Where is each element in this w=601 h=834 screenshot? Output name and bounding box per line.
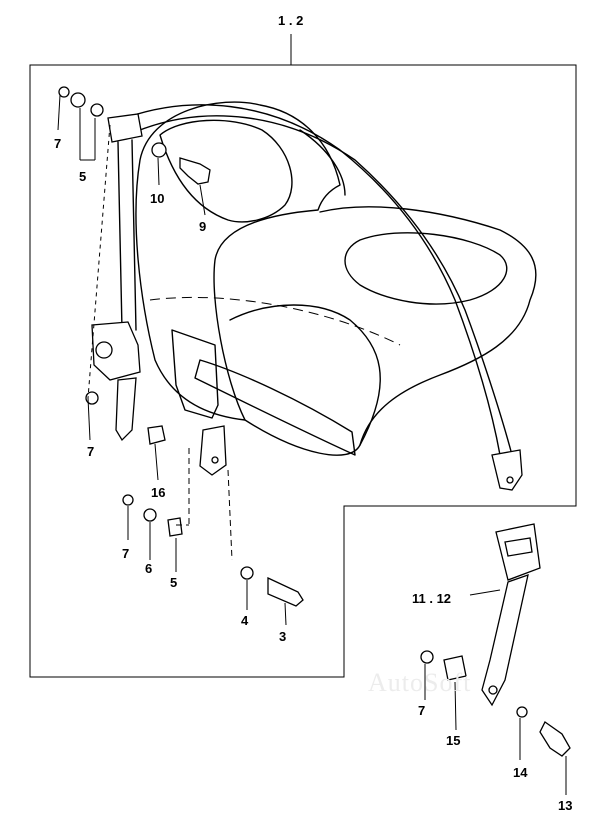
callout-10: 10 [150, 191, 165, 206]
headrest [159, 119, 293, 223]
retractor-hub [95, 341, 113, 359]
seat-cushion-front [229, 304, 381, 446]
belt-webbing-upper [124, 104, 501, 456]
belt-guide-upper [107, 113, 143, 143]
callout-7: 7 [87, 444, 95, 459]
part-7-washer-d [420, 650, 434, 664]
callout-5: 5 [79, 169, 87, 184]
leader-lines [57, 94, 567, 795]
anchor-hole-right [506, 476, 514, 484]
callout-7: 7 [54, 136, 62, 151]
callout-11-12: 11 . 12 [412, 591, 452, 606]
seat-back-side [299, 129, 346, 196]
part-5-spacer-a2 [90, 103, 104, 117]
watermark-text: AutoSoft [368, 668, 472, 697]
part-5-spacer-a [70, 92, 86, 108]
callout-5: 5 [170, 575, 178, 590]
seat-bracket [171, 329, 219, 419]
callout-6: 6 [145, 561, 153, 576]
callout-14: 14 [513, 765, 528, 780]
part-14-washer [516, 706, 528, 718]
callout-4: 4 [241, 613, 249, 628]
buckle-slot [504, 537, 533, 557]
lower-anchor-plate [199, 425, 227, 476]
callout-13: 13 [558, 798, 573, 813]
belt-lap [149, 296, 401, 346]
retractor-bracket [115, 377, 137, 442]
part-13-bolt [539, 721, 571, 757]
part-16-bolt [147, 425, 166, 445]
retractor [91, 321, 141, 381]
part-7-washer-c [122, 494, 134, 506]
assembly-label: 1 . 2 [278, 13, 304, 28]
belt-vertical [117, 139, 137, 331]
anchor-hole [211, 456, 219, 464]
part-7-washer-b [85, 391, 99, 405]
callout-7: 7 [418, 703, 426, 718]
seat-back [135, 101, 341, 421]
part-9-bolt [179, 157, 211, 185]
callout-16: 16 [151, 485, 166, 500]
callout-7: 7 [122, 546, 130, 561]
seat-cushion-inner [344, 232, 508, 305]
part-6-washer [143, 508, 157, 522]
seat-rail [194, 359, 356, 456]
part-5-spacer-b [167, 517, 183, 537]
belt-webbing-upper2 [139, 115, 513, 456]
part-4-washer [240, 566, 254, 580]
part-10-washer [151, 142, 167, 158]
part-15-plate [443, 655, 467, 681]
callout-3: 3 [279, 629, 287, 644]
belt-anchor-right [491, 449, 523, 491]
part-7-washer-a [58, 86, 70, 98]
callout-15: 15 [446, 733, 461, 748]
callout-9: 9 [199, 219, 207, 234]
buckle-anchor-hole [488, 685, 498, 695]
buckle-strap [481, 574, 529, 707]
part-3-bolt [267, 576, 304, 607]
assembly-frame [29, 64, 577, 678]
